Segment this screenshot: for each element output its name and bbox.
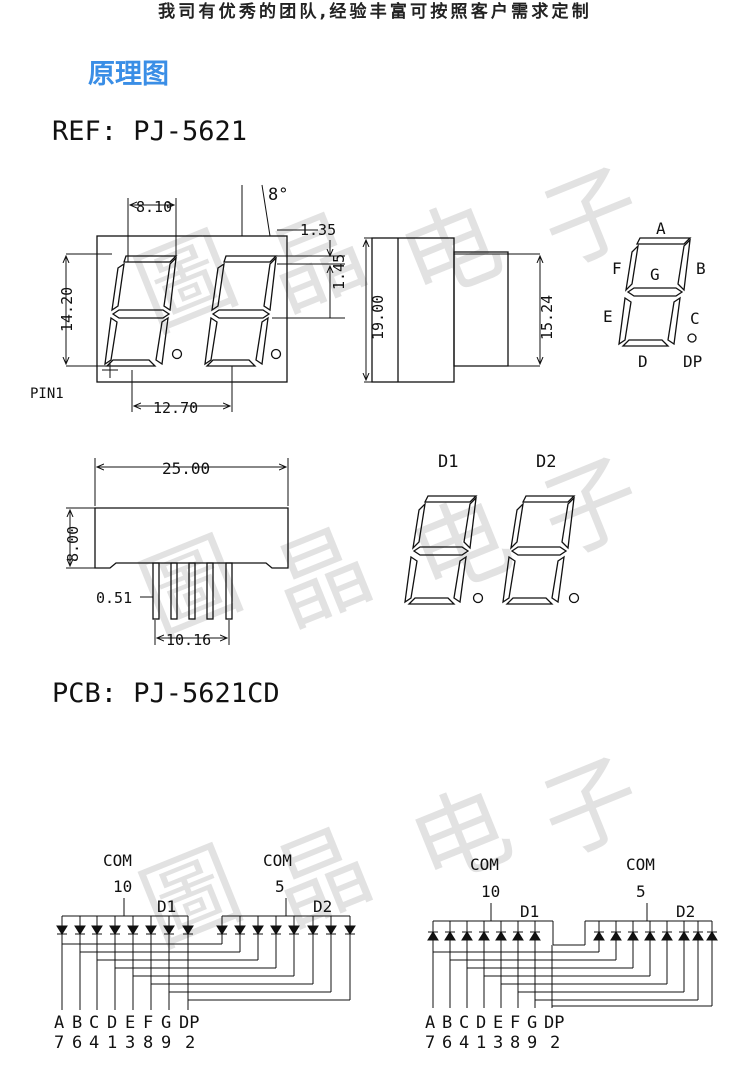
c1-pin-g: 9: [161, 1033, 171, 1053]
section-title: 原理图: [88, 59, 169, 90]
c2-seg-g: G: [527, 1013, 537, 1033]
c2-seg-a: A: [425, 1013, 435, 1033]
dim-14-20: 14.20: [58, 287, 76, 332]
dim-8-10: 8.10: [136, 198, 172, 216]
c1-d2-label: D2: [313, 897, 332, 916]
c1-pin-dp: 2: [185, 1033, 195, 1053]
c1-pin-d: 1: [107, 1033, 117, 1053]
seg-label-e: E: [603, 307, 613, 326]
seg-label-f: F: [612, 259, 622, 278]
seg-label-a: A: [656, 219, 666, 238]
dim-15-24: 15.24: [538, 295, 556, 340]
dim-0-51: 0.51: [96, 589, 132, 607]
c2-seg-e: E: [493, 1013, 503, 1033]
c2-pin-a: 7: [425, 1033, 435, 1053]
circuit-2: [427, 903, 718, 1008]
c2-seg-d: D: [476, 1013, 486, 1033]
dim-12-70: 12.70: [153, 399, 198, 417]
c2-pin-g: 9: [527, 1033, 537, 1053]
c2-seg-b: B: [442, 1013, 452, 1033]
c2-com1-label: COM: [470, 855, 499, 874]
dim-10-16: 10.16: [166, 631, 211, 649]
front-digit-1: [104, 255, 178, 367]
c1-pin-e: 3: [125, 1033, 135, 1053]
c2-pin-c: 4: [459, 1033, 469, 1053]
dim-1-35: 1.35: [300, 221, 336, 239]
seg-label-g: G: [650, 265, 660, 284]
c1-com2-pin: 5: [275, 877, 285, 896]
c2-d2-label: D2: [676, 902, 695, 921]
dim-1-45: 1.45: [330, 254, 348, 290]
dim-25-00: 25.00: [162, 459, 210, 478]
seg-label-d: D: [638, 352, 648, 371]
c1-seg-f: F: [143, 1013, 153, 1033]
c1-seg-e: E: [125, 1013, 135, 1033]
c1-seg-b: B: [72, 1013, 82, 1033]
c1-seg-dp: DP: [179, 1013, 199, 1033]
dim-19-00: 19.00: [369, 295, 387, 340]
pin1-label: PIN1: [30, 386, 64, 402]
c2-seg-dp: DP: [544, 1013, 564, 1033]
c2-com2-pin: 5: [636, 882, 646, 901]
side-view: [364, 237, 540, 383]
c2-com1-pin: 10: [481, 882, 500, 901]
c1-seg-c: C: [89, 1013, 99, 1033]
dim-8-00: 8.00: [64, 526, 82, 562]
front-view: [66, 184, 345, 412]
circuit-1: [56, 898, 356, 1010]
seg-label-b: B: [696, 259, 706, 278]
ref-title: REF: PJ-5621: [52, 116, 247, 147]
large-digit-2: [502, 495, 580, 605]
large-digit-1: [404, 495, 484, 605]
tagline: 我司有优秀的团队,经验丰富可按照客户需求定制: [158, 2, 592, 22]
c1-pin-b: 6: [72, 1033, 82, 1053]
c1-seg-a: A: [54, 1013, 64, 1033]
c2-com2-label: COM: [626, 855, 655, 874]
c1-pin-a: 7: [54, 1033, 64, 1053]
c1-d1-label: D1: [157, 897, 176, 916]
seg-label-dp: DP: [683, 352, 702, 371]
c2-pin-d: 1: [476, 1033, 486, 1053]
c2-seg-f: F: [510, 1013, 520, 1033]
segment-map: [618, 237, 697, 347]
c1-seg-g: G: [161, 1013, 171, 1033]
bottom-view: [66, 458, 289, 645]
c2-pin-e: 3: [493, 1033, 503, 1053]
digit-label-d1: D1: [438, 452, 458, 472]
pcb-title: PCB: PJ-5621CD: [52, 678, 280, 709]
c1-com2-label: COM: [263, 851, 292, 870]
c2-pin-f: 8: [510, 1033, 520, 1053]
c2-d1-label: D1: [520, 902, 539, 921]
c1-com1-pin: 10: [113, 877, 132, 896]
c1-com1-label: COM: [103, 851, 132, 870]
c2-seg-c: C: [459, 1013, 469, 1033]
c1-pin-f: 8: [143, 1033, 153, 1053]
c2-pin-dp: 2: [550, 1033, 560, 1053]
front-digit-2: [204, 255, 278, 367]
dim-8-degree: 8°: [268, 185, 288, 205]
c2-pin-b: 6: [442, 1033, 452, 1053]
c1-pin-c: 4: [89, 1033, 99, 1053]
seg-label-c: C: [690, 309, 700, 328]
c1-seg-d: D: [107, 1013, 117, 1033]
digit-label-d2: D2: [536, 452, 556, 472]
